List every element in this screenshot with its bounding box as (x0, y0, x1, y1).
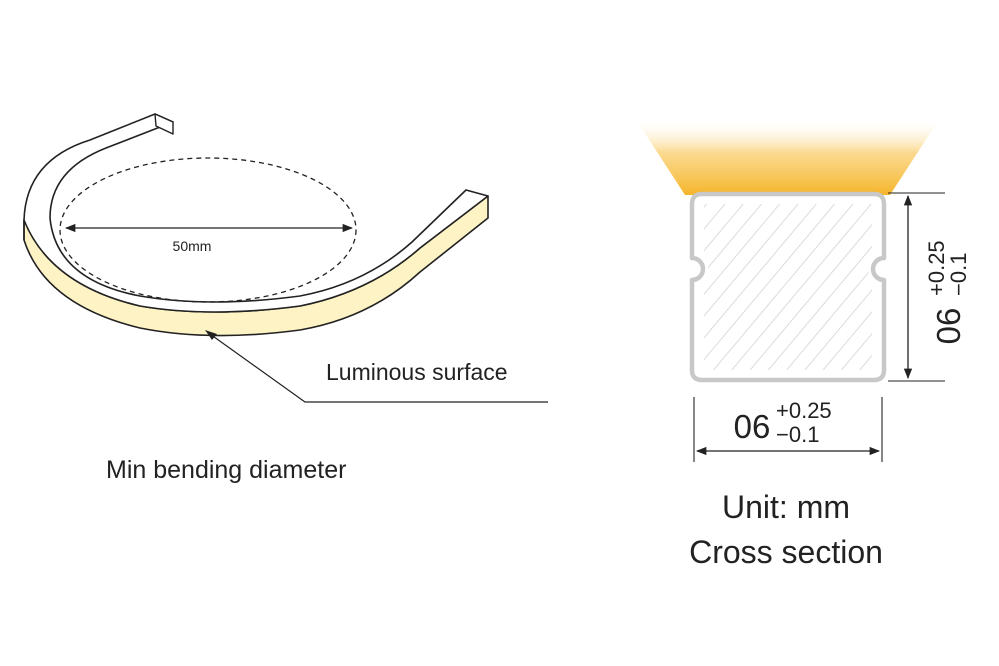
bent-strip (23, 113, 489, 337)
width-tol-plus: +0.25 (776, 398, 832, 423)
light-glow (635, 118, 940, 195)
luminous-face (23, 195, 489, 337)
profile-hatch (704, 204, 872, 370)
width-tol-minus: −0.1 (776, 422, 819, 447)
height-nominal: 06 (930, 308, 967, 345)
surface-label: Luminous surface (326, 359, 508, 385)
height-dimension: 06 +0.25 −0.1 (888, 192, 971, 382)
height-tol-plus: +0.25 (924, 240, 949, 296)
unit-label: Unit: mm (722, 489, 850, 525)
strip-top-face (23, 113, 489, 313)
section-caption: Cross section (689, 534, 883, 570)
width-nominal: 06 (734, 408, 771, 445)
height-tol-minus: −0.1 (946, 253, 971, 296)
diameter-label: 50mm (173, 238, 212, 254)
width-dimension: 06 +0.25 −0.1 (693, 397, 883, 462)
bend-caption: Min bending diameter (106, 456, 346, 484)
bending-diameter-ellipse (59, 157, 357, 303)
surface-leader-line (209, 333, 548, 403)
